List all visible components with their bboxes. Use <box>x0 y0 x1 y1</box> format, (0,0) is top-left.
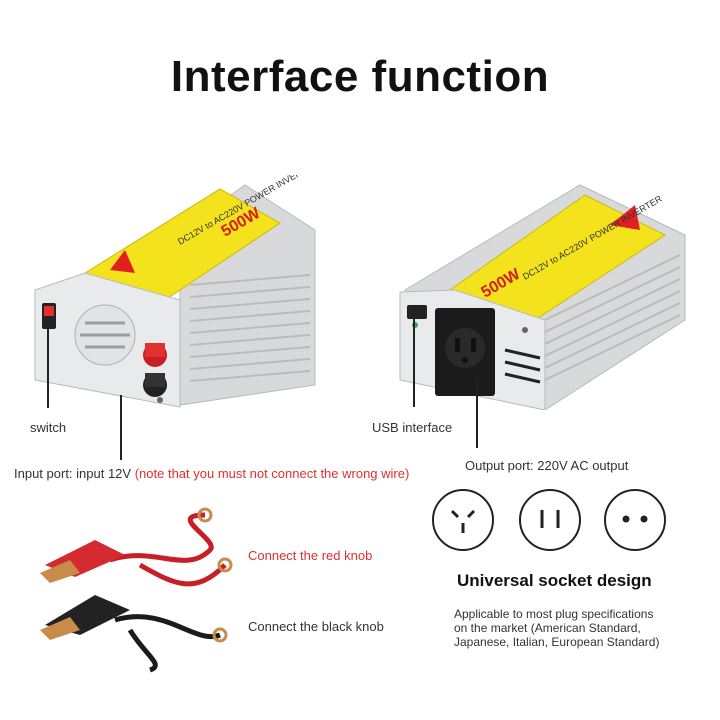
input-callout-line <box>120 395 122 460</box>
right-inverter-image: 500W DC12V to AC220V POWER INVERTER <box>399 184 686 410</box>
socket-description-line: Applicable to most plug specifications <box>454 607 654 621</box>
input-port-text: Input port: input 12V <box>14 466 132 481</box>
socket-description: Applicable to most plug specifications o… <box>454 607 659 649</box>
red-clamp-label: Connect the red knob <box>248 548 373 563</box>
output-callout-line <box>476 380 478 448</box>
input-port-warning: (note that you must not connect the wron… <box>134 466 410 481</box>
output-port-label: Output port: 220V AC output <box>465 458 629 473</box>
switch-callout-line <box>47 328 49 408</box>
usb-callout-line <box>413 312 415 407</box>
socket-description-line: Japanese, Italian, European Standard) <box>454 635 660 649</box>
switch-label: switch <box>30 420 67 435</box>
usb-port <box>407 305 427 319</box>
battery-clamps-image <box>40 507 233 673</box>
page-title: Interface function <box>170 52 550 101</box>
black-clamp-label: Connect the black knob <box>248 619 384 634</box>
left-inverter-image: DC12V to AC220V POWER INVERTER 500W <box>34 175 319 408</box>
usb-label: USB interface <box>372 420 453 435</box>
china-plug-socket-icon <box>432 489 494 551</box>
american-plug-socket-icon <box>519 489 581 551</box>
input-port-label: Input port: input 12V (note that you mus… <box>14 466 409 481</box>
socket-heading: Universal socket design <box>457 571 652 590</box>
european-plug-socket-icon <box>604 489 666 551</box>
socket-description-line: on the market (American Standard, <box>454 621 641 635</box>
